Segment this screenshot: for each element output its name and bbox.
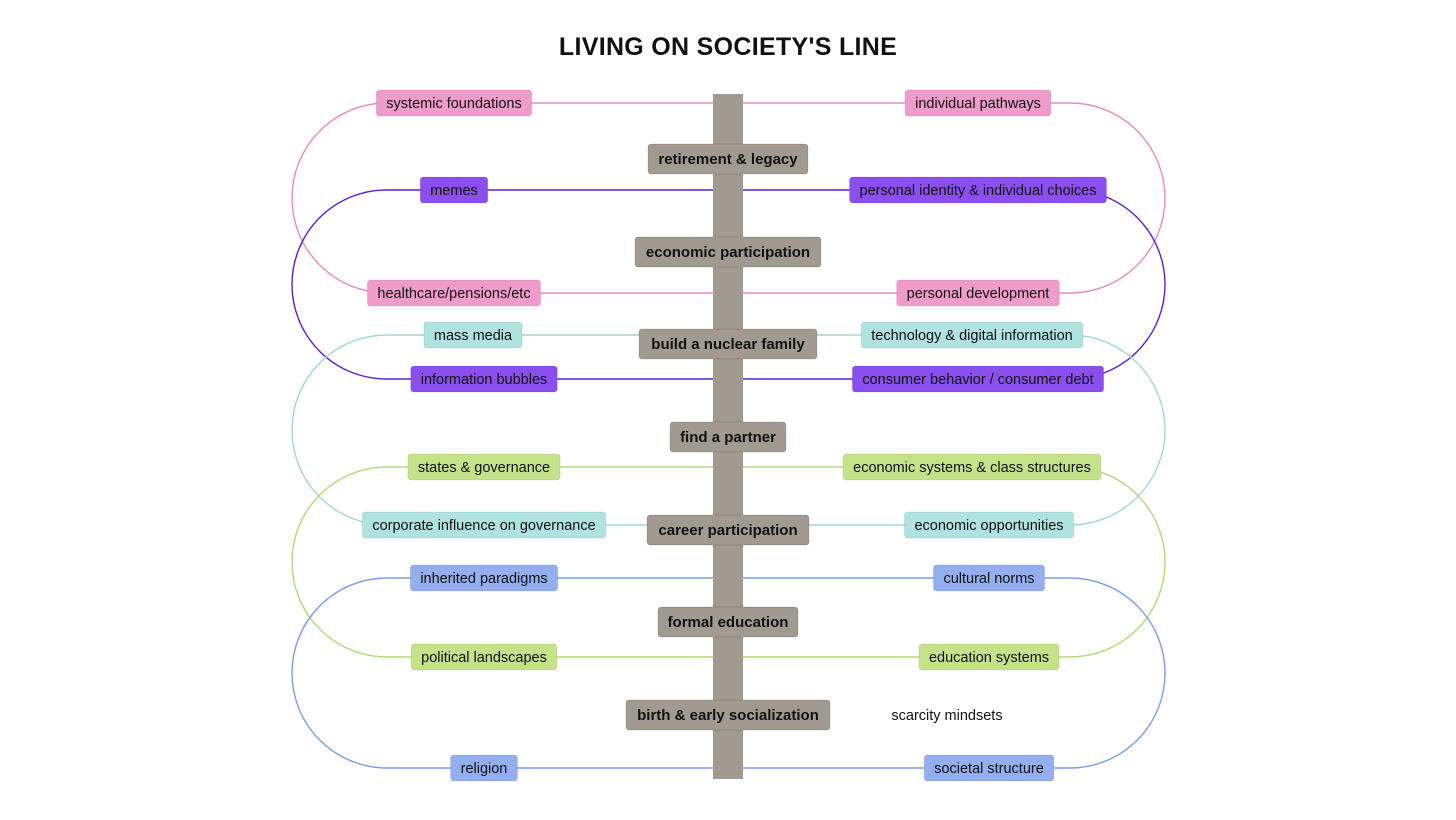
- topic-node-personal-identity-and-individual-choices: personal identity & individual choices: [849, 176, 1107, 204]
- topic-node-inherited-paradigms: inherited paradigms: [409, 564, 559, 592]
- topic-node-box: [918, 643, 1060, 671]
- topic-node-political-landscapes: political landscapes: [410, 643, 558, 671]
- stage-box: [669, 421, 787, 453]
- topic-node-box: [849, 176, 1107, 204]
- stage-label: retirement & legacy: [658, 151, 798, 168]
- stage-economic-participation: economic participation: [634, 236, 822, 268]
- topic-node-label: societal structure: [934, 761, 1044, 777]
- stage-box: [634, 236, 822, 268]
- topic-node-corporate-influence-on-governance: corporate influence on governance: [361, 511, 607, 539]
- topic-node-label: technology & digital information: [871, 328, 1073, 344]
- stage-label: economic participation: [646, 244, 810, 261]
- stage-label: career participation: [658, 522, 797, 539]
- topic-node-label: personal development: [907, 286, 1050, 302]
- stage-label: formal education: [668, 614, 789, 631]
- topic-node-label: states & governance: [418, 460, 550, 476]
- topic-node-systemic-foundations: systemic foundations: [375, 89, 533, 117]
- topic-node-personal-development: personal development: [896, 279, 1060, 307]
- scarcity-mindsets-label: scarcity mindsets: [891, 708, 1002, 724]
- topic-node-information-bubbles: information bubbles: [410, 365, 558, 393]
- stage-box: [646, 514, 810, 546]
- loop-line-purple-right: [728, 189, 1166, 380]
- stage-nodes: retirement & legacy economic participatio…: [625, 143, 831, 731]
- topic-node-box: [896, 279, 1060, 307]
- topic-node-box: [842, 453, 1102, 481]
- topic-node-label: cultural norms: [943, 571, 1034, 587]
- stage-career-participation: career participation: [646, 514, 810, 546]
- topic-node-box: [904, 89, 1052, 117]
- stage-find-a-partner: find a partner: [669, 421, 787, 453]
- topic-node-label: systemic foundations: [386, 96, 521, 112]
- stage-box: [657, 606, 799, 638]
- topic-node-label: mass media: [434, 328, 513, 344]
- topic-node-label: corporate influence on governance: [372, 518, 595, 534]
- topic-node-consumer-behavior-consumer-debt: consumer behavior / consumer debt: [851, 365, 1105, 393]
- stage-birth-and-early-socialization: birth & early socialization: [625, 699, 831, 731]
- topic-node-box: [419, 176, 489, 204]
- topic-node-societal-structure: societal structure: [923, 754, 1055, 782]
- loop-line-blue-right: [728, 577, 1166, 769]
- topic-node-box: [423, 321, 523, 349]
- topic-node-technology-and-digital-information: technology & digital information: [860, 321, 1084, 349]
- loop-line-purple-left: [291, 189, 728, 380]
- stage-label: find a partner: [680, 429, 776, 446]
- topic-node-box: [409, 564, 559, 592]
- stage-box: [638, 328, 818, 360]
- loop-line-cyan-right: [728, 334, 1166, 526]
- topic-node-label: information bubbles: [421, 372, 548, 388]
- diagram-title: LIVING ON SOCIETY'S LINE: [558, 33, 898, 61]
- stage-box: [647, 143, 809, 175]
- stage-box: [625, 699, 831, 731]
- topic-node-label: education systems: [929, 650, 1049, 666]
- loop-line-cyan-left: [291, 334, 728, 526]
- loop-line-green-right: [728, 466, 1166, 658]
- topic-node-box: [410, 365, 558, 393]
- topic-node-label: consumer behavior / consumer debt: [862, 372, 1093, 388]
- topic-nodes: systemic foundations healthcare/pensions/…: [361, 89, 1107, 782]
- topic-node-education-systems: education systems: [918, 643, 1060, 671]
- topic-node-religion: religion: [450, 754, 518, 782]
- topic-node-label: political landscapes: [421, 650, 547, 666]
- topic-node-box: [923, 754, 1055, 782]
- topic-node-states-and-governance: states & governance: [407, 453, 561, 481]
- topic-node-healthcare-pensions-etc: healthcare/pensions/etc: [366, 279, 542, 307]
- topic-node-label: personal identity & individual choices: [860, 183, 1097, 199]
- topic-node-label: healthcare/pensions/etc: [377, 286, 530, 302]
- loop-lines: [291, 102, 1166, 769]
- topic-node-box: [361, 511, 607, 539]
- topic-node-label: economic opportunities: [914, 518, 1063, 534]
- topic-node-box: [860, 321, 1084, 349]
- topic-node-label: economic systems & class structures: [853, 460, 1091, 476]
- topic-node-label: inherited paradigms: [420, 571, 547, 587]
- topic-node-label: religion: [461, 761, 508, 777]
- topic-node-box: [903, 511, 1075, 539]
- stage-formal-education: formal education: [657, 606, 799, 638]
- topic-node-box: [407, 453, 561, 481]
- stage-build-a-nuclear-family: build a nuclear family: [638, 328, 818, 360]
- stage-label: birth & early socialization: [637, 707, 819, 724]
- stage-label: build a nuclear family: [651, 336, 805, 353]
- topic-node-box: [851, 365, 1105, 393]
- topic-node-box: [375, 89, 533, 117]
- topic-node-box: [450, 754, 518, 782]
- loop-line-pink-left: [291, 102, 728, 294]
- topic-node-individual-pathways: individual pathways: [904, 89, 1052, 117]
- stage-retirement-and-legacy: retirement & legacy: [647, 143, 809, 175]
- loop-line-green-left: [291, 466, 728, 658]
- loop-line-blue-left: [291, 577, 728, 769]
- topic-node-economic-opportunities: economic opportunities: [903, 511, 1075, 539]
- topic-node-mass-media: mass media: [423, 321, 523, 349]
- topic-node-memes: memes: [419, 176, 489, 204]
- loop-line-pink-right: [728, 102, 1166, 294]
- topic-node-box: [932, 564, 1046, 592]
- topic-node-box: [366, 279, 542, 307]
- topic-node-cultural-norms: cultural norms: [932, 564, 1046, 592]
- topic-node-label: memes: [430, 183, 478, 199]
- topic-node-box: [410, 643, 558, 671]
- topic-node-economic-systems-and-class-structures: economic systems & class structures: [842, 453, 1102, 481]
- topic-node-label: individual pathways: [915, 96, 1041, 112]
